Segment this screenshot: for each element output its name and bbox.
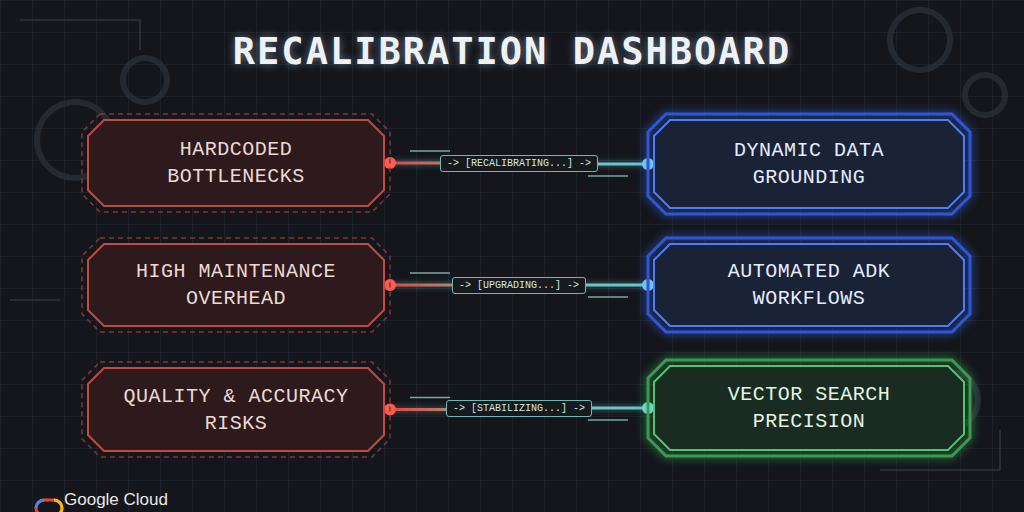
connector-accent xyxy=(410,273,628,297)
status-label: -> [UPGRADING...] -> xyxy=(452,277,586,294)
box-label: HARDCODED BOTTLENECKS xyxy=(82,136,390,190)
solution-box: DYNAMIC DATA GROUNDING xyxy=(648,114,970,214)
box-label: QUALITY & ACCURACY RISKS xyxy=(82,383,390,437)
box-outline xyxy=(648,360,970,456)
status-label: -> [RECALIBRATING...] -> xyxy=(440,155,598,172)
box-outline xyxy=(82,362,390,457)
connector-accent xyxy=(410,398,628,421)
box-outline xyxy=(648,114,970,214)
box-label: VECTOR SEARCH PRECISION xyxy=(648,381,970,435)
status-label: -> [STABILIZING...] -> xyxy=(446,400,592,417)
problem-box: HIGH MAINTENANCE OVERHEAD xyxy=(82,238,390,332)
brand-label: Google Cloud xyxy=(64,490,168,510)
box-label: AUTOMATED ADK WORKFLOWS xyxy=(648,258,970,312)
connector-accent xyxy=(410,151,628,176)
problem-box: QUALITY & ACCURACY RISKS xyxy=(82,362,390,457)
box-label: HIGH MAINTENANCE OVERHEAD xyxy=(82,258,390,312)
box-outline xyxy=(82,114,390,212)
solution-box: VECTOR SEARCH PRECISION xyxy=(648,360,970,456)
box-label: DYNAMIC DATA GROUNDING xyxy=(648,137,970,191)
box-outline xyxy=(648,238,970,332)
dashboard-title: RECALIBRATION DASHBOARD xyxy=(0,30,1024,73)
box-outline xyxy=(82,238,390,332)
problem-box: HARDCODED BOTTLENECKS xyxy=(82,114,390,212)
solution-box: AUTOMATED ADK WORKFLOWS xyxy=(648,238,970,332)
